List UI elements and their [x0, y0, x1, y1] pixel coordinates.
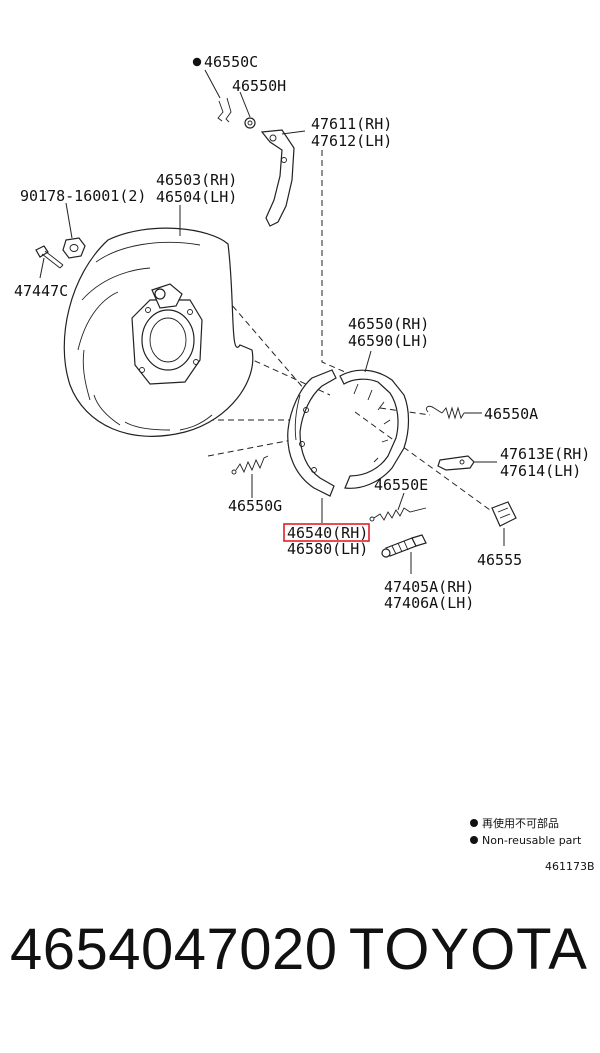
label-46503-rh[interactable]: 46503(RH): [156, 171, 237, 189]
legend-dot-1: [470, 819, 478, 827]
washer-shape: [239, 91, 256, 129]
label-90178[interactable]: 90178-16001(2): [20, 187, 146, 205]
label-47613E-rh[interactable]: 47613E(RH): [500, 445, 590, 463]
return-spring-shape: [425, 405, 482, 420]
label-46580-lh[interactable]: 46580(LH): [287, 540, 368, 558]
label-46550E[interactable]: 46550E: [374, 476, 428, 494]
legend-line-2: Non-reusable part: [482, 834, 582, 847]
label-46550H[interactable]: 46550H: [232, 77, 286, 95]
part-number: 4654047020: [10, 917, 338, 982]
parking-brake-lever-shape: [260, 129, 306, 227]
label-46590-lh[interactable]: 46590(LH): [348, 332, 429, 350]
label-46540-rh[interactable]: 46540(RH): [287, 524, 368, 542]
label-47611-rh[interactable]: 47611(RH): [311, 115, 392, 133]
footer: 4654047020 TOYOTA: [0, 908, 600, 1018]
bolt-shape: [35, 245, 64, 279]
non-reusable-dot: [192, 57, 202, 67]
adjuster-shape: [491, 501, 517, 546]
selected-part-highlight: [283, 523, 370, 542]
backing-plate-shape: [63, 205, 254, 437]
label-47405A-rh[interactable]: 47405A(RH): [384, 578, 474, 596]
legend: 再使用不可部品 Non-reusable part 461173B: [470, 816, 595, 873]
label-46550-rh[interactable]: 46550(RH): [348, 315, 429, 333]
retainer-clip-shape: [204, 69, 232, 123]
nut-shape: [62, 202, 86, 259]
strut-shape: [437, 455, 497, 471]
brand-name: TOYOTA: [348, 917, 588, 982]
label-47447C[interactable]: 47447C: [14, 282, 68, 300]
label-46504-lh[interactable]: 46504(LH): [156, 188, 237, 206]
label-46550C[interactable]: 46550C: [204, 53, 258, 71]
legend-dot-2: [470, 836, 478, 844]
label-47406A-lh[interactable]: 47406A(LH): [384, 594, 474, 612]
part-labels: 46550C 46550H 47611(RH) 47612(LH) 90178-…: [14, 53, 590, 612]
brake-shoe-upper-shape: [339, 350, 410, 489]
label-47614-lh[interactable]: 47614(LH): [500, 462, 581, 480]
label-46550G[interactable]: 46550G: [228, 497, 282, 515]
shoe-spring-left-shape: [231, 455, 269, 498]
figure-id: 461173B: [545, 860, 595, 873]
legend-line-1: 再使用不可部品: [482, 816, 559, 830]
label-47612-lh[interactable]: 47612(LH): [311, 132, 392, 150]
shoe-spring-right-shape: [369, 492, 427, 522]
adjusting-bolt-shape: [381, 534, 427, 574]
brake-shoe-lower-shape: [287, 369, 337, 523]
label-46555[interactable]: 46555: [477, 551, 522, 569]
label-46550A[interactable]: 46550A: [484, 405, 538, 423]
